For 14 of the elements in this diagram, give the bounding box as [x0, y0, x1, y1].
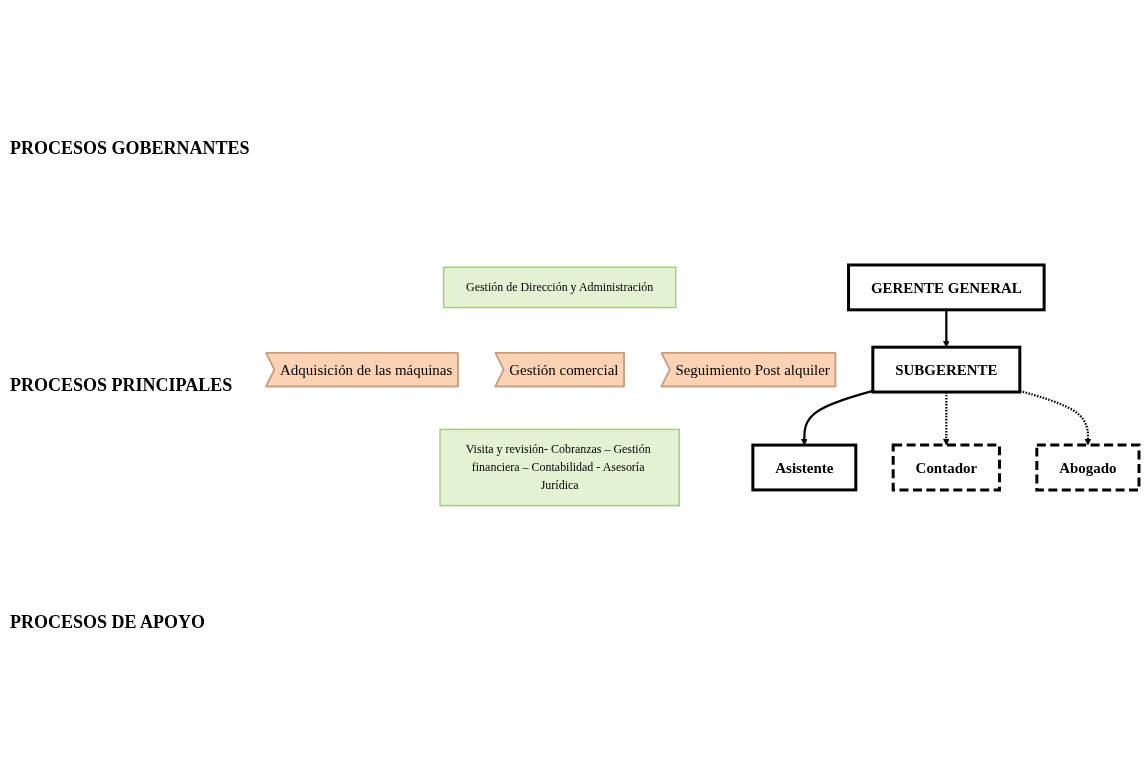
node-box: Visita y revisión- Cobranzas – Gestión financiera – Contabilidad - Asesoría Jurídica — [439, 428, 680, 507]
node-box: Contador — [891, 443, 1001, 492]
section-heading: PROCESOS GOBERNANTES — [10, 138, 250, 159]
arrow — [943, 310, 950, 348]
section-heading: PROCESOS PRINCIPALES — [10, 375, 234, 396]
node-box: Abogado — [1035, 443, 1141, 492]
node-box: Asistente — [751, 443, 858, 492]
node-box: Gestión de Dirección y Administración — [442, 266, 677, 309]
arrow — [943, 392, 950, 446]
node-box: GERENTE GENERAL — [847, 263, 1046, 312]
section-heading: PROCESOS DE APOYO — [10, 612, 207, 633]
node-box: SUBGERENTE — [871, 345, 1022, 394]
arrow — [801, 390, 874, 446]
arrow — [1019, 390, 1092, 446]
